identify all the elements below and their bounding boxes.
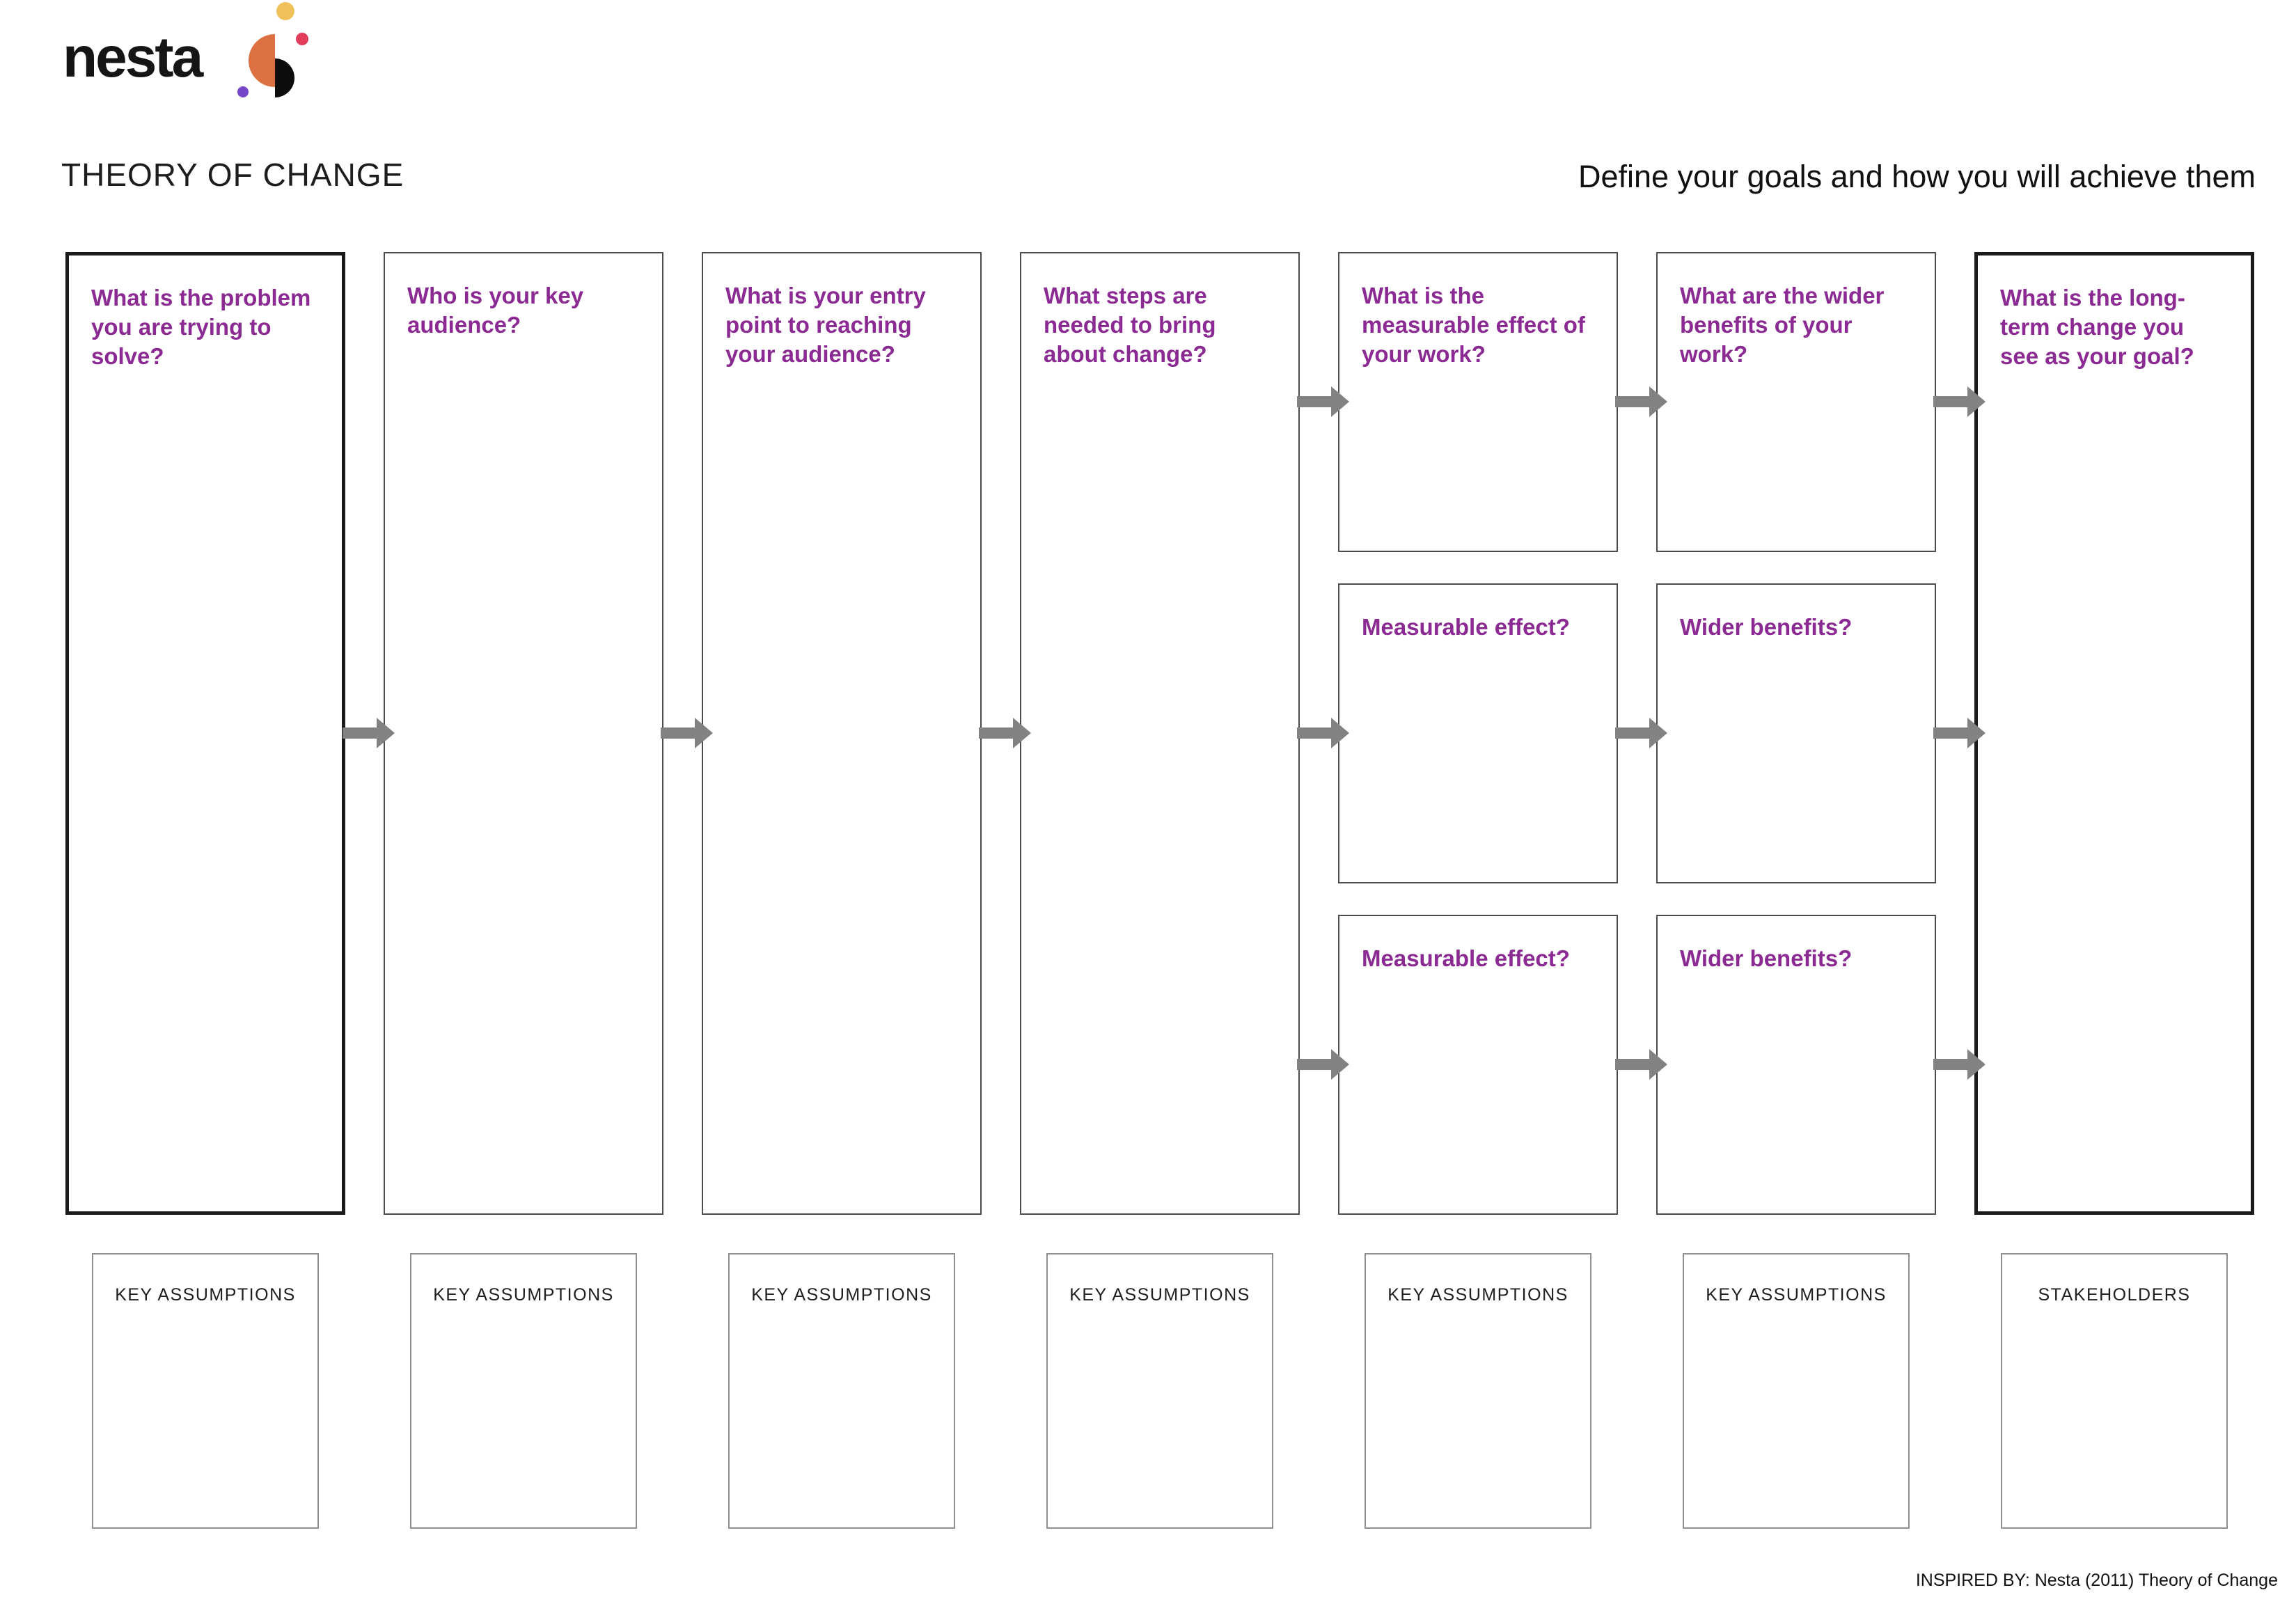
key-assumptions-label: KEY ASSUMPTIONS [1387, 1285, 1568, 1305]
wider-benefits-box-1[interactable]: What are the wider benefits of your work… [1656, 252, 1936, 552]
steps-heading: What steps are needed to bring about cha… [1044, 283, 1216, 367]
flow-arrow-icon [1615, 386, 1667, 417]
key-assumptions-box-3[interactable]: KEY ASSUMPTIONS [728, 1253, 955, 1529]
flow-arrow-icon [661, 718, 713, 748]
audience-box[interactable]: Who is your key audience? [384, 252, 663, 1215]
logo-orange-halfcircle [249, 34, 275, 87]
nesta-logo-icon [230, 0, 317, 104]
wider-benefits-label: Wider benefits? [1680, 614, 1853, 640]
measurable-effect-heading: What is the measurable effect of your wo… [1362, 283, 1585, 367]
page-title: THEORY OF CHANGE [61, 157, 404, 193]
flow-arrow-icon [343, 718, 395, 748]
key-assumptions-box-6[interactable]: KEY ASSUMPTIONS [1683, 1253, 1910, 1529]
steps-box[interactable]: What steps are needed to bring about cha… [1020, 252, 1300, 1215]
key-assumptions-box-5[interactable]: KEY ASSUMPTIONS [1365, 1253, 1591, 1529]
wider-benefits-heading: What are the wider benefits of your work… [1680, 283, 1885, 367]
problem-box[interactable]: What is the problem you are trying to so… [65, 252, 345, 1215]
long-term-goal-box[interactable]: What is the long-term change you see as … [1974, 252, 2254, 1215]
logo-yellow-dot [276, 2, 294, 20]
wider-benefits-label: Wider benefits? [1680, 945, 1853, 971]
wider-benefits-box-3[interactable]: Wider benefits? [1656, 915, 1936, 1215]
key-assumptions-label: KEY ASSUMPTIONS [1706, 1285, 1887, 1305]
flow-arrow-icon [1933, 386, 1986, 417]
problem-heading: What is the problem you are trying to so… [91, 285, 311, 369]
key-assumptions-box-2[interactable]: KEY ASSUMPTIONS [410, 1253, 637, 1529]
key-assumptions-label: KEY ASSUMPTIONS [115, 1285, 296, 1305]
entry-point-box[interactable]: What is your entry point to reaching you… [702, 252, 982, 1215]
key-assumptions-label: KEY ASSUMPTIONS [433, 1285, 614, 1305]
wider-benefits-box-2[interactable]: Wider benefits? [1656, 583, 1936, 883]
audience-heading: Who is your key audience? [407, 283, 584, 338]
credit-text: INSPIRED BY: Nesta (2011) Theory of Chan… [1915, 1571, 2278, 1590]
entry-point-heading: What is your entry point to reaching you… [725, 283, 926, 367]
long-term-goal-heading: What is the long-term change you see as … [2000, 285, 2194, 369]
flow-arrow-icon [1933, 1049, 1986, 1080]
key-assumptions-box-1[interactable]: KEY ASSUMPTIONS [92, 1253, 319, 1529]
page-subtitle: Define your goals and how you will achie… [1578, 159, 2256, 194]
key-assumptions-label: KEY ASSUMPTIONS [1069, 1285, 1250, 1305]
nesta-logo-wordmark: nesta [63, 26, 203, 89]
flow-arrow-icon [979, 718, 1031, 748]
key-assumptions-box-4[interactable]: KEY ASSUMPTIONS [1046, 1253, 1273, 1529]
measurable-effect-box-1[interactable]: What is the measurable effect of your wo… [1338, 252, 1618, 552]
flow-arrow-icon [1615, 1049, 1667, 1080]
measurable-effect-box-2[interactable]: Measurable effect? [1338, 583, 1618, 883]
flow-arrow-icon [1297, 386, 1349, 417]
flow-arrow-icon [1297, 718, 1349, 748]
stakeholders-label: STAKEHOLDERS [2038, 1285, 2191, 1305]
key-assumptions-label: KEY ASSUMPTIONS [751, 1285, 932, 1305]
flow-arrow-icon [1933, 718, 1986, 748]
measurable-effect-label: Measurable effect? [1362, 614, 1570, 640]
logo-red-dot [296, 33, 308, 45]
logo-black-halfcircle [275, 58, 294, 97]
stakeholders-box[interactable]: STAKEHOLDERS [2001, 1253, 2228, 1529]
flow-arrow-icon [1615, 718, 1667, 748]
flow-arrow-icon [1297, 1049, 1349, 1080]
measurable-effect-box-3[interactable]: Measurable effect? [1338, 915, 1618, 1215]
measurable-effect-label: Measurable effect? [1362, 945, 1570, 971]
logo-purple-dot [237, 86, 249, 97]
